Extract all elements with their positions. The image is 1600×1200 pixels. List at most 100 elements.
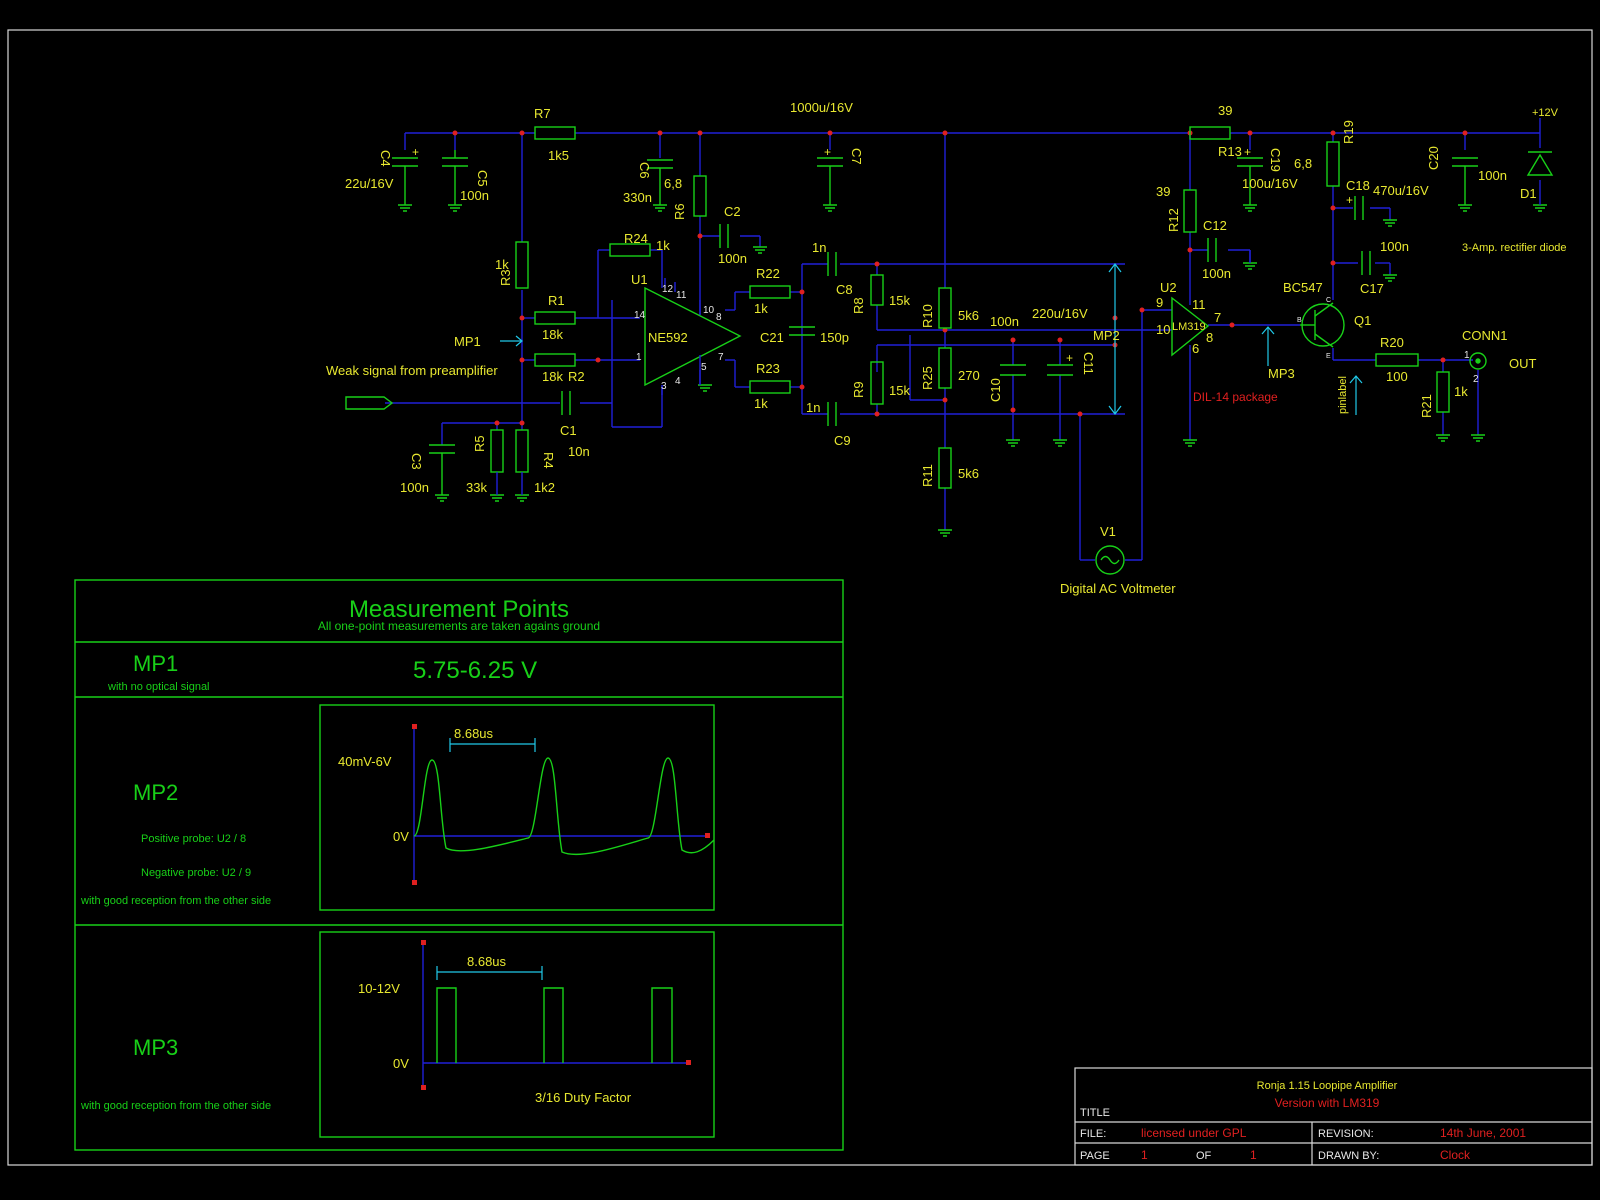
voltmeter-v1 [1095, 545, 1125, 575]
mp2-probe-neg: Negative probe: U2 / 9 [141, 867, 251, 879]
capacitor-c19 [1237, 157, 1263, 205]
resistor-r11 [938, 447, 952, 489]
c20-ref: C20 [1426, 146, 1441, 170]
mp1-label: MP1 [454, 334, 481, 349]
r10-ref: R10 [920, 304, 935, 328]
svg-text:11: 11 [676, 290, 687, 301]
resistor-r21 [1436, 371, 1450, 413]
mp3-label: MP3 [1268, 366, 1295, 381]
svg-text:+: + [824, 145, 831, 159]
c7-ref: C7 [849, 148, 864, 165]
svg-text:8: 8 [1206, 330, 1213, 345]
resistor-r23 [749, 380, 791, 394]
c8-ref: C8 [836, 282, 853, 297]
of-label: OF [1196, 1150, 1212, 1162]
resistor-r1 [534, 311, 576, 325]
capacitor-c1 [561, 391, 571, 415]
r6-ref: R6 [672, 203, 687, 220]
mp3-condition: with good reception from the other side [80, 1100, 271, 1112]
r8-ref: R8 [851, 297, 866, 314]
u2-value: LM319 [1172, 321, 1206, 333]
package-label: DIL-14 package [1193, 390, 1278, 404]
supply-label: +12V [1532, 107, 1559, 119]
diode-d1 [1526, 151, 1554, 176]
c10-ref: C10 [988, 378, 1003, 402]
measurement-table: Measurement Points All one-point measure… [74, 579, 844, 1151]
resistor-r4 [515, 429, 529, 473]
r1-value: 18k [542, 327, 563, 342]
r4-ref: R4 [541, 452, 556, 469]
d1-value: 3-Amp. rectifier diode [1462, 242, 1567, 254]
r10-value: 5k6 [958, 308, 979, 323]
capacitor-c2 [719, 224, 729, 248]
mp3-amplitude: 10-12V [358, 981, 400, 996]
r19-value: 6,8 [1294, 156, 1312, 171]
svg-text:6: 6 [1192, 341, 1199, 356]
r9-ref: R9 [851, 381, 866, 398]
r21-ref: R21 [1419, 394, 1434, 418]
capacitor-c4 [392, 157, 418, 205]
r11-value: 5k6 [958, 466, 979, 481]
r22-value: 1k [754, 301, 768, 316]
c6-ref: C6 [637, 162, 652, 179]
svg-text:9: 9 [1156, 295, 1163, 310]
c19-ref: C19 [1268, 148, 1283, 172]
table-title: Measurement Points [349, 596, 569, 623]
r12-value: 39 [1156, 184, 1170, 199]
v1-ref: V1 [1100, 524, 1116, 539]
capacitor-c3 [429, 444, 455, 495]
resistor-r13 [1189, 126, 1231, 140]
c17-ref: C17 [1360, 281, 1384, 296]
c5-ref: C5 [475, 170, 490, 187]
r13-ref: R13 [1218, 144, 1242, 159]
resistor-r20 [1375, 353, 1419, 367]
capacitors [392, 150, 1478, 495]
r23-ref: R23 [756, 361, 780, 376]
svg-text:8: 8 [716, 312, 722, 323]
mp3-period: 8.68us [467, 954, 507, 969]
svg-text:1: 1 [636, 352, 642, 363]
capacitor-c6 [647, 159, 673, 205]
svg-text:+: + [1346, 193, 1353, 207]
svg-text:10: 10 [703, 305, 715, 316]
mp1-value: 5.75-6.25 V [413, 657, 537, 684]
c5-value: 100n [460, 188, 489, 203]
r5-ref: R5 [472, 435, 487, 452]
r2-value: 18k [542, 369, 563, 384]
r11-ref: R11 [920, 464, 935, 487]
svg-text:C: C [1326, 297, 1331, 304]
mp2-condition: with good reception from the other side [80, 895, 271, 907]
r5-value: 33k [466, 480, 487, 495]
resistor-r7 [534, 126, 576, 140]
title-line1: Ronja 1.15 Loopipe Amplifier [1257, 1080, 1398, 1092]
input-label: Weak signal from preamplifier [326, 363, 498, 378]
resistor-r3 [515, 241, 529, 289]
svg-text:14: 14 [634, 310, 646, 321]
r8-value: 15k [889, 293, 910, 308]
conn1-value: OUT [1509, 356, 1537, 371]
mp2-label: MP2 [1093, 328, 1120, 343]
mp3-waveform [436, 987, 673, 1063]
c17-value: 100n [1380, 239, 1409, 254]
resistor-r5 [490, 429, 504, 473]
d1-ref: D1 [1520, 186, 1537, 201]
drawn-value: Clock [1440, 1148, 1471, 1162]
r3-ref: R3 [498, 269, 513, 286]
r7-ref: R7 [534, 106, 551, 121]
file-label: FILE: [1080, 1128, 1106, 1140]
svg-text:E: E [1326, 353, 1331, 360]
resistor-r25 [938, 347, 952, 389]
capacitor-c8 [827, 252, 837, 276]
revision-value: 14th June, 2001 [1440, 1126, 1526, 1140]
r13-value: 39 [1218, 103, 1232, 118]
mp3-scope-frame [319, 931, 715, 1138]
sheet-border [7, 29, 1593, 1166]
mp2-period: 8.68us [454, 726, 494, 741]
page-label: PAGE [1080, 1150, 1110, 1162]
svg-text:3: 3 [661, 381, 667, 392]
drawn-label: DRAWN BY: [1318, 1150, 1379, 1162]
c18-value: 470u/16V [1373, 183, 1429, 198]
connector-conn1 [1469, 352, 1487, 370]
c4-ref: C4 [378, 150, 393, 167]
